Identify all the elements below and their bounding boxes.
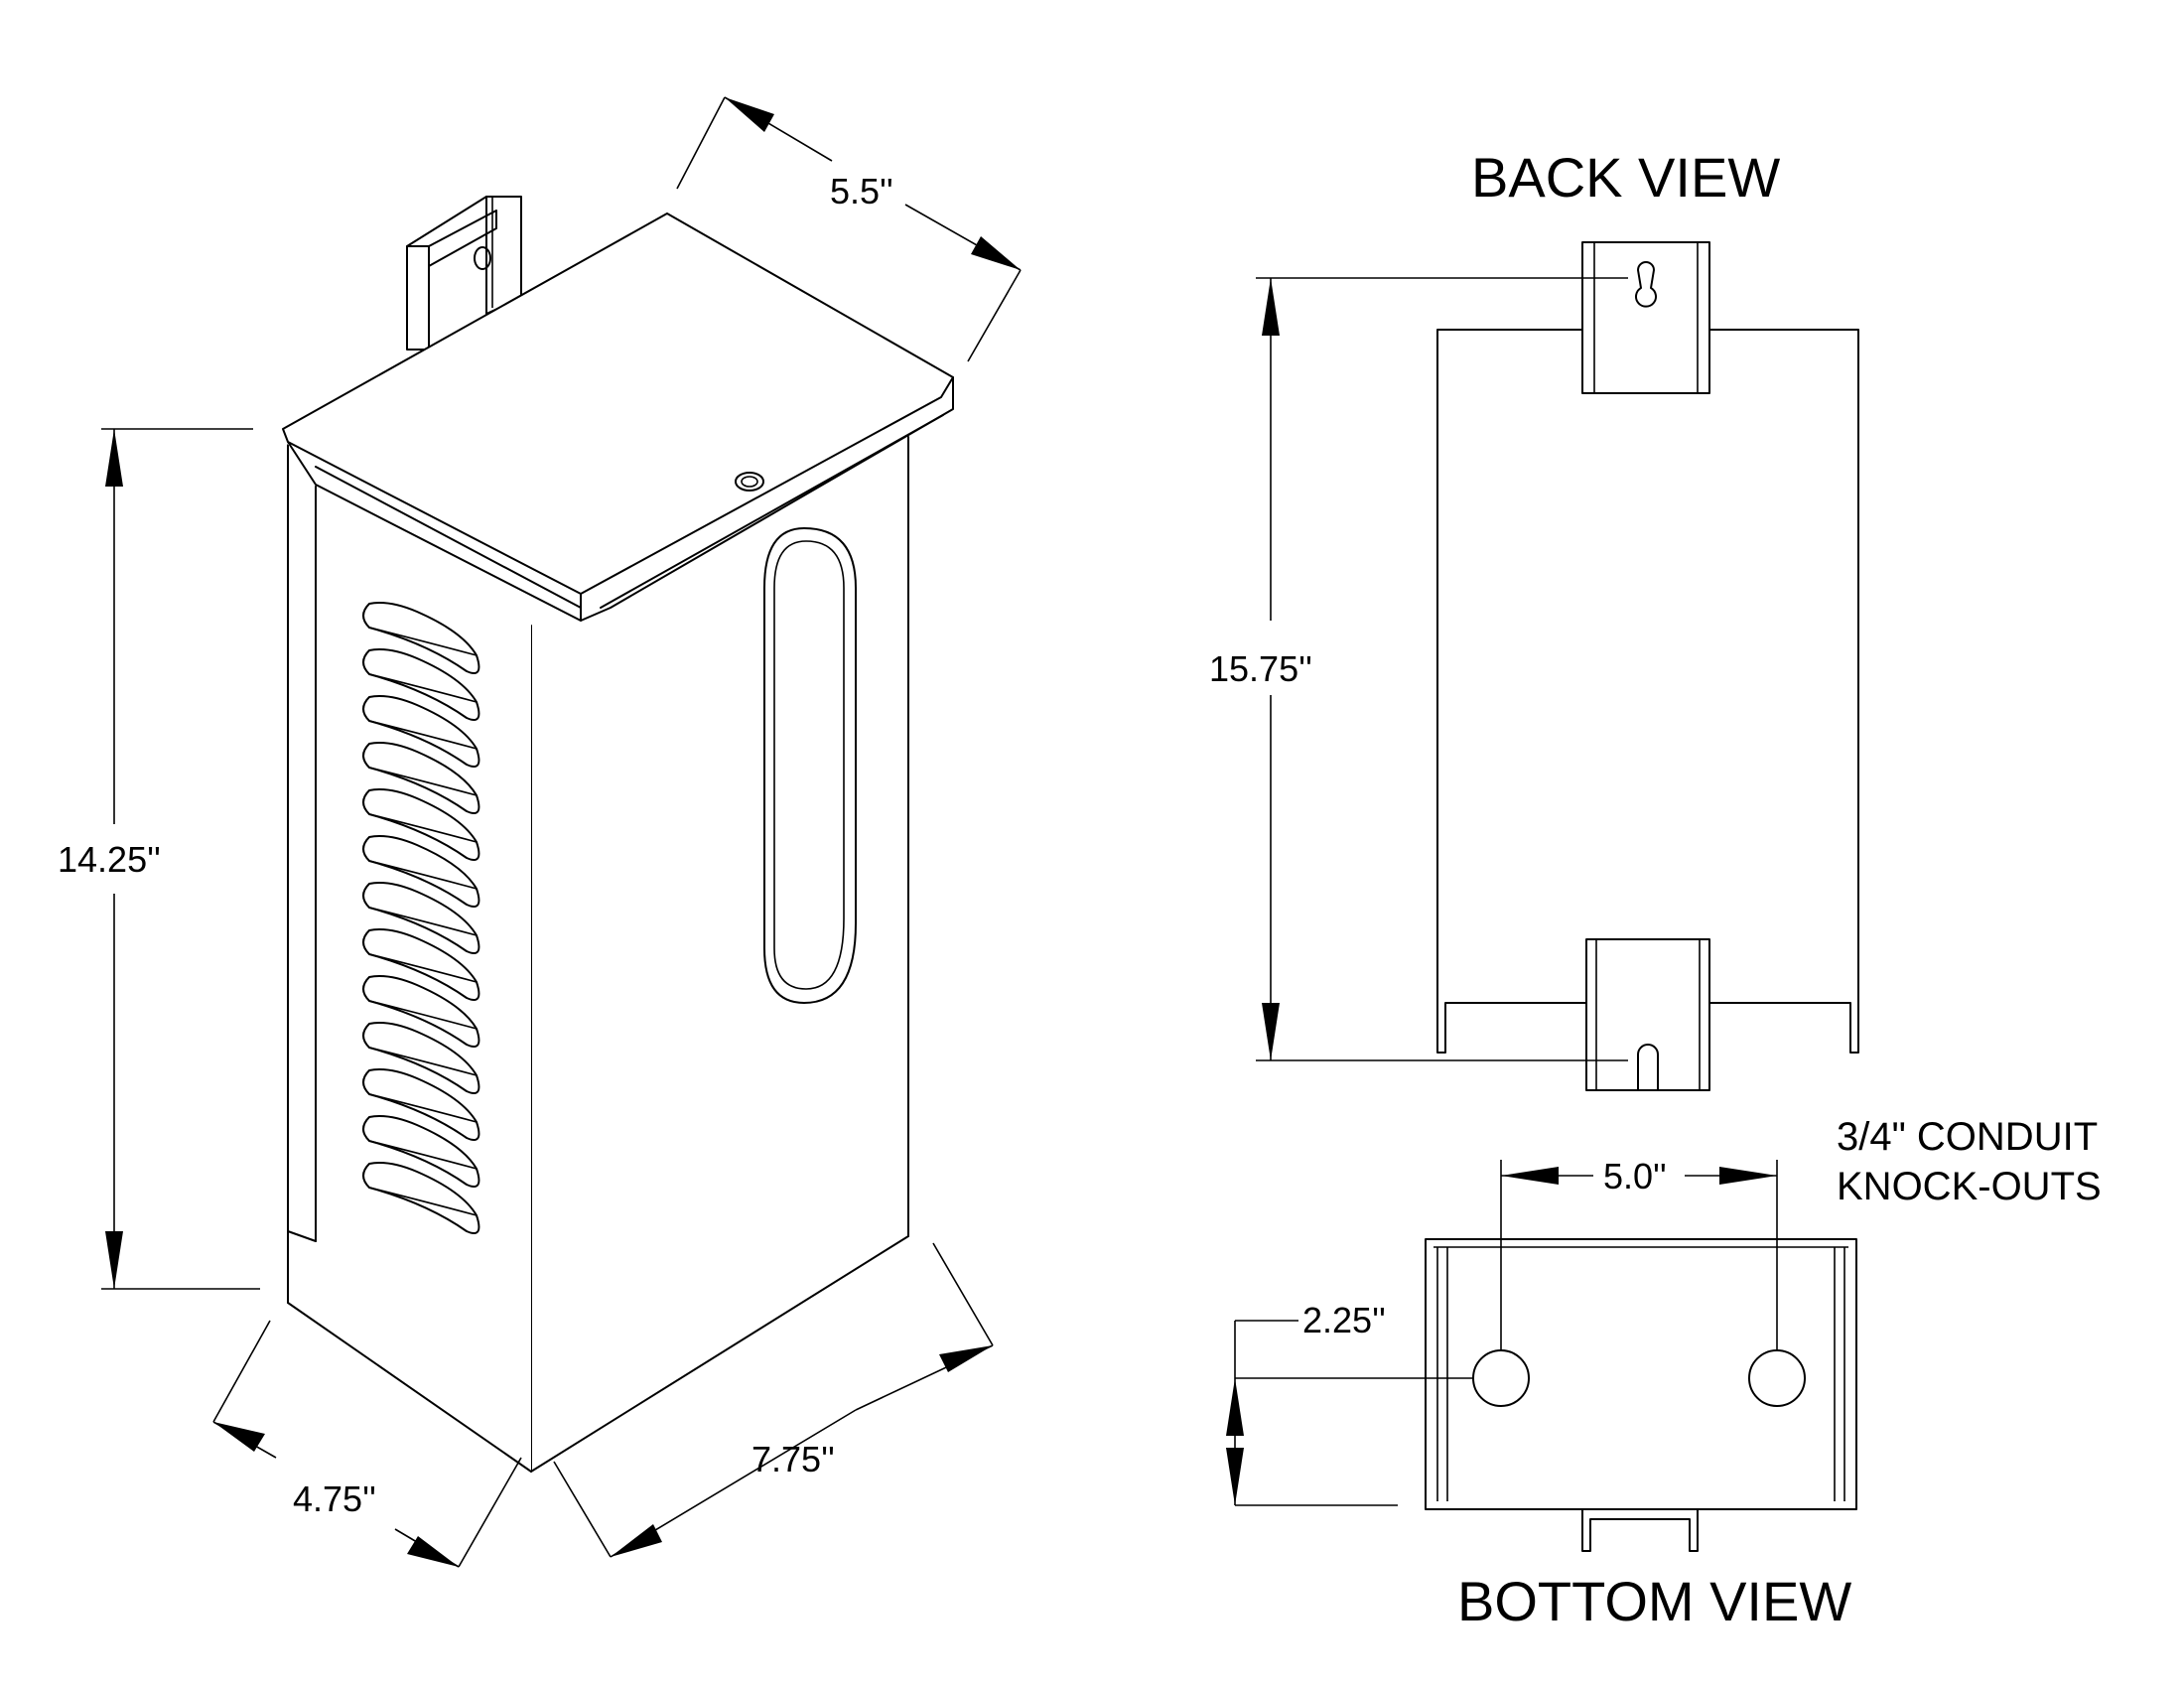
louver-slot-edge bbox=[368, 907, 478, 936]
isometric-view: 5.5'' 14.25'' 4.75'' bbox=[58, 96, 1022, 1568]
louver-slot-edge bbox=[368, 1093, 478, 1123]
dim-bottom-offset: 2.25'' bbox=[1226, 1300, 1473, 1506]
louver-slot-edge bbox=[368, 813, 478, 843]
louver-slot-edge bbox=[368, 1187, 478, 1216]
louver-slot bbox=[362, 788, 480, 861]
louver-slot bbox=[362, 928, 480, 1001]
bottom-view: 5.0'' 2.25'' 3/4" CONDUIT KNOCK-OUTS BOT… bbox=[1226, 1115, 2102, 1632]
louver-slot bbox=[362, 1022, 480, 1094]
louver-slot bbox=[362, 648, 480, 721]
louver-slot bbox=[362, 602, 480, 674]
dim-label-2-25: 2.25'' bbox=[1302, 1300, 1386, 1340]
louver-slot-edge bbox=[368, 1000, 478, 1030]
box-right-face bbox=[531, 437, 928, 1472]
dim-iso-width: 5.5'' bbox=[676, 96, 1022, 362]
louver-slot-edge bbox=[368, 767, 478, 796]
louver-slot-edge bbox=[368, 673, 478, 703]
louvers bbox=[362, 602, 480, 1234]
conduit-note-line1: 3/4" CONDUIT bbox=[1837, 1115, 2098, 1159]
dim-label-4-75: 4.75'' bbox=[293, 1478, 376, 1519]
box-front-face bbox=[288, 442, 531, 1472]
dim-bottom-spacing: 5.0'' bbox=[1500, 1156, 1778, 1350]
louver-slot-edge bbox=[368, 720, 478, 750]
louver-slot-edge bbox=[368, 1140, 478, 1170]
louver-slot-edge bbox=[368, 860, 478, 890]
knockout-right-icon bbox=[1748, 1349, 1806, 1407]
louver-slot bbox=[362, 975, 480, 1048]
bottom-view-title: BOTTOM VIEW bbox=[1457, 1570, 1851, 1632]
dim-label-7-75: 7.75'' bbox=[751, 1439, 835, 1479]
louver-slot bbox=[362, 1115, 480, 1188]
louver-slot bbox=[362, 742, 480, 814]
dim-iso-depth: 4.75'' bbox=[212, 1320, 522, 1568]
louver-slot bbox=[362, 1068, 480, 1141]
louver-slot-edge bbox=[368, 627, 478, 656]
dim-back-height: 15.75'' bbox=[1209, 277, 1628, 1061]
dim-iso-height: 14.25'' bbox=[58, 428, 260, 1290]
louver-slot bbox=[362, 882, 480, 954]
top-bracket bbox=[1581, 241, 1710, 394]
mounting-slot-icon bbox=[1637, 1044, 1659, 1091]
conduit-note-line2: KNOCK-OUTS bbox=[1837, 1165, 2102, 1208]
louver-slot-edge bbox=[368, 1047, 478, 1076]
louver-slot-edge bbox=[368, 953, 478, 983]
keyhole-slot-icon bbox=[1635, 261, 1657, 308]
knockout-left-icon bbox=[1472, 1349, 1530, 1407]
louver-slot bbox=[362, 695, 480, 768]
dim-iso-length: 7.75'' bbox=[553, 1242, 994, 1558]
dim-label-5-0: 5.0'' bbox=[1603, 1156, 1667, 1196]
back-view: BACK VIEW 15.75'' bbox=[1209, 146, 1859, 1091]
box-lid bbox=[282, 212, 954, 622]
dim-label-15-75: 15.75'' bbox=[1209, 648, 1312, 689]
louver-slot bbox=[362, 835, 480, 908]
dim-label-14-25: 14.25'' bbox=[58, 839, 161, 880]
back-view-title: BACK VIEW bbox=[1471, 146, 1780, 209]
side-window bbox=[763, 527, 857, 1004]
bottom-bracket bbox=[1585, 938, 1710, 1091]
dim-label-5-5: 5.5'' bbox=[830, 171, 893, 211]
louver-slot bbox=[362, 1162, 480, 1234]
